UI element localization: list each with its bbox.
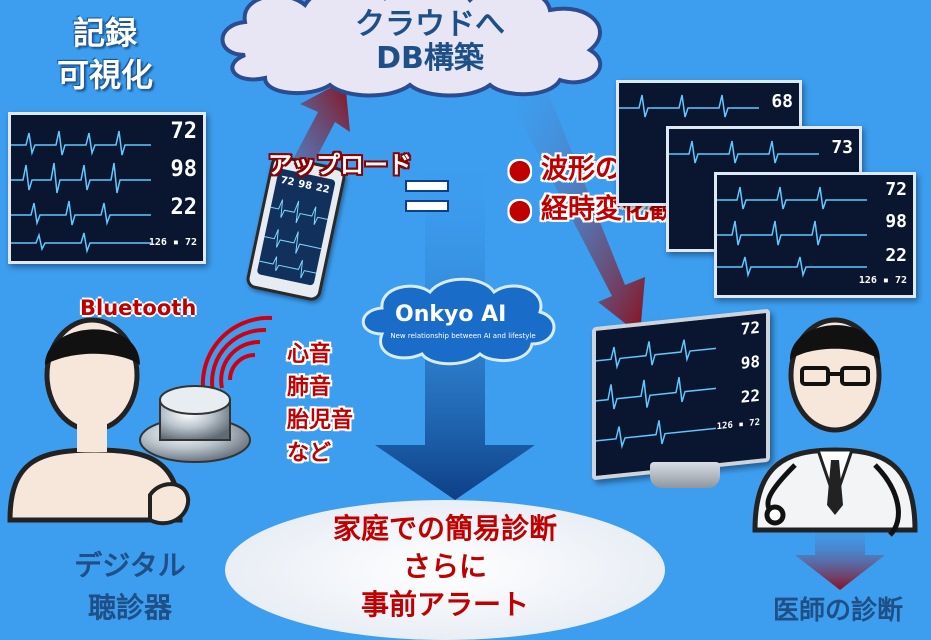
upload-label: アップロード	[268, 151, 412, 179]
waveform-icon	[717, 186, 867, 278]
home-diag-line3: 事前アラート	[360, 588, 529, 621]
left-vital-1: 72	[170, 119, 198, 144]
cloud-line1: クラウドへ	[355, 7, 505, 42]
phone-waveform-icon	[259, 199, 328, 279]
stack-vital-c3: 22	[885, 245, 907, 266]
onkyo-tagline: New relationship between AI and lifestyl…	[390, 332, 536, 340]
doctor-figure	[752, 317, 918, 537]
left-vital-4: 126 ▪ 72	[148, 237, 197, 248]
patient-figure	[7, 317, 191, 526]
device-line2: 聴診器	[87, 591, 172, 624]
onkyo-logo: Onkyo AI	[395, 302, 507, 327]
monitor-stand	[650, 462, 720, 488]
record-visualize-label: 記録 可視化	[30, 12, 180, 96]
cloud-shape	[220, 0, 603, 98]
waveform-icon	[619, 94, 759, 118]
sound-fetal: 胎児音	[287, 408, 354, 433]
left-monitor: 72 98 22 126 ▪ 72	[8, 112, 206, 264]
visualize-label: 可視化	[56, 56, 153, 94]
waveform-icon	[669, 140, 819, 164]
device-label: デジタル 聴診器	[40, 545, 220, 629]
stack-vital-a: 68	[771, 91, 793, 112]
sound-lung: 肺音	[287, 375, 332, 400]
device-line1: デジタル	[74, 549, 186, 582]
waveform-icon	[596, 313, 766, 476]
doctor-diagnosis-label: 医師の診断	[772, 596, 903, 626]
home-diag-line1: 家庭での簡易診断	[332, 512, 557, 545]
left-vital-3: 22	[170, 195, 198, 220]
download-arrow	[505, 72, 645, 335]
phone-screen: 72 98 22	[256, 168, 336, 286]
desk-monitor: 72 98 22 126 ▪ 72	[592, 308, 770, 481]
smartphone: 72 98 22	[244, 153, 348, 303]
home-diagnosis-bubble	[225, 500, 665, 640]
home-diagnosis-text: 家庭での簡易診断 さらに 事前アラート	[250, 510, 640, 624]
stethoscope-icon	[139, 385, 251, 463]
left-vital-2: 98	[170, 157, 198, 182]
cloud-title: クラウドへ DB構築	[330, 8, 530, 76]
sound-list: 心音 肺音 胎児音 など	[287, 338, 353, 470]
record-label: 記録	[72, 14, 137, 52]
home-diag-line2: さらに	[402, 550, 487, 583]
onkyo-cloud-shape	[361, 277, 556, 366]
stack-monitor-3: 72 98 22 126 ▪ 72	[714, 172, 916, 298]
doctor-down-arrow	[795, 520, 885, 590]
sound-heart: 心音	[287, 342, 332, 367]
stack-vital-c1: 72	[885, 179, 907, 200]
sound-etc: など	[287, 441, 332, 466]
stack-vital-b: 73	[831, 137, 853, 158]
equals-sign	[405, 180, 449, 212]
bluetooth-label: Bluetooth	[80, 296, 197, 320]
stack-vital-c4: 126 ▪ 72	[858, 275, 907, 286]
cloud-line2: DB構築	[376, 41, 484, 76]
waveform-icon	[11, 130, 151, 254]
stack-vital-c2: 98	[885, 211, 907, 232]
